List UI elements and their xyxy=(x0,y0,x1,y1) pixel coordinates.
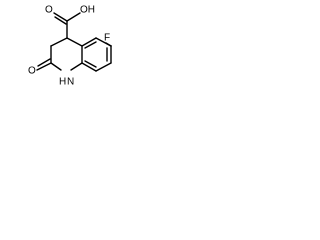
atom-label-hydroxyl: OH xyxy=(80,5,95,16)
molecule-drawing: O OH O H N F xyxy=(28,5,112,88)
atom-label-nitrogen-h: H xyxy=(59,77,66,88)
bond-c8-c8a-inner xyxy=(84,60,97,68)
bond-c4a-c5 xyxy=(81,37,97,47)
bond-c-o-double-second xyxy=(54,16,67,25)
structure-diagram: O OH O H N F xyxy=(0,0,114,94)
bond-c4a-c5-inner xyxy=(84,41,97,49)
atom-label-fluorine: F xyxy=(104,33,110,44)
bond-c8-c8a xyxy=(81,62,97,72)
atom-label-carboxyl-o: O xyxy=(45,5,53,16)
bond-n-c8a xyxy=(70,62,83,71)
bond-c4-c3 xyxy=(50,37,68,47)
atom-label-nitrogen: N xyxy=(67,77,74,88)
bond-c4a-c4 xyxy=(66,37,83,47)
bond-c-o-double xyxy=(53,12,68,22)
bond-c6-f xyxy=(105,42,112,47)
atom-label-lactam-o: O xyxy=(28,66,36,77)
bond-c7-c8 xyxy=(95,62,112,72)
bond-c2-n xyxy=(50,62,62,71)
bond-c2-o-double xyxy=(36,62,52,71)
bond-c-oh xyxy=(66,12,81,22)
bond-c2-o-double-second xyxy=(37,58,51,67)
